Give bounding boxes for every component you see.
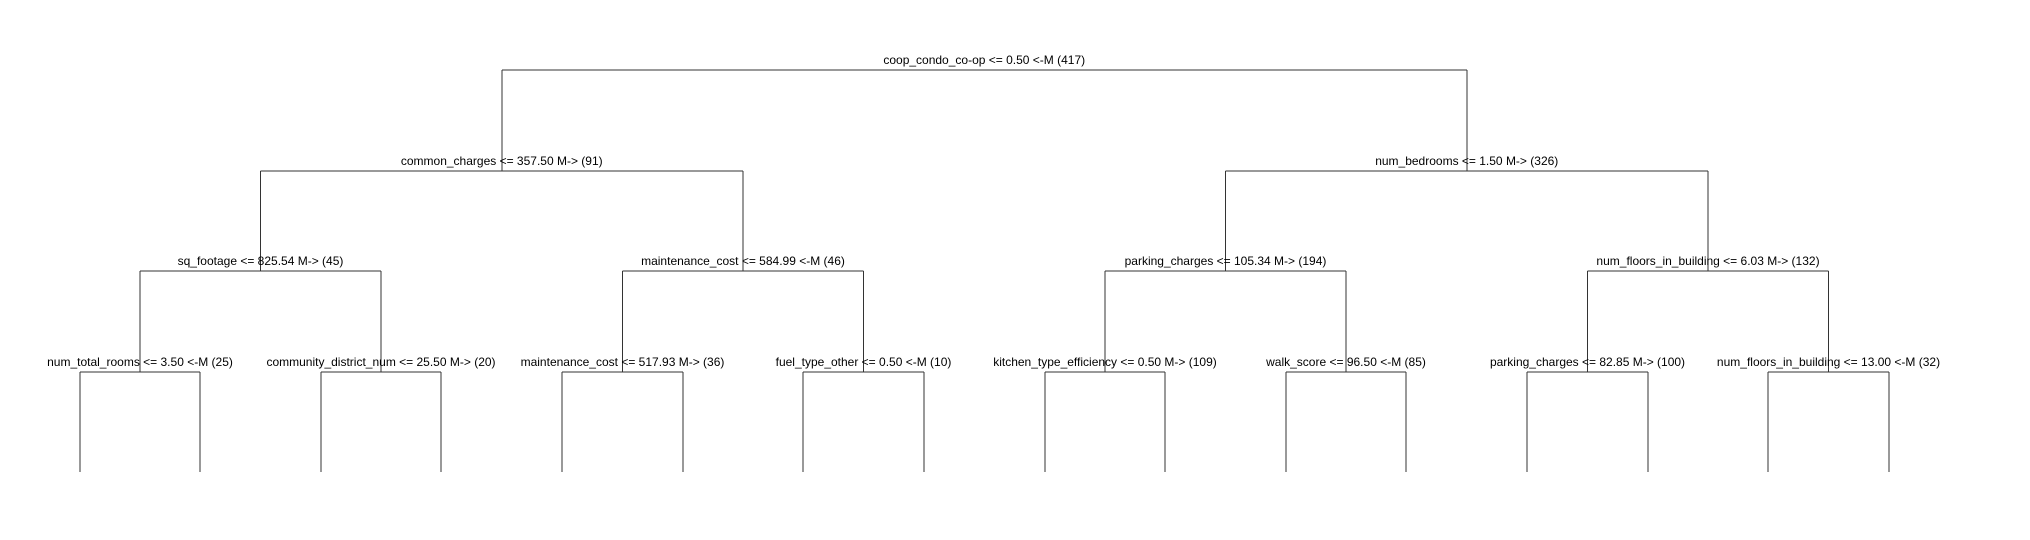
split-label-n-r: num_bedrooms <= 1.50 M-> (326) <box>1375 154 1558 168</box>
split-label-n-rrl: parking_charges <= 82.85 M-> (100) <box>1490 355 1685 369</box>
split-label-n-l: common_charges <= 357.50 M-> (91) <box>401 154 603 168</box>
split-label-n-lrr: fuel_type_other <= 0.50 <-M (10) <box>776 355 952 369</box>
split-label-n-lr: maintenance_cost <= 584.99 <-M (46) <box>641 254 845 268</box>
split-label-n-rl: parking_charges <= 105.34 M-> (194) <box>1125 254 1327 268</box>
split-label-n-lll: num_total_rooms <= 3.50 <-M (25) <box>47 355 233 369</box>
split-label-root: coop_condo_co-op <= 0.50 <-M (417) <box>883 53 1085 67</box>
split-label-n-ll: sq_footage <= 825.54 M-> (45) <box>178 254 344 268</box>
tree-branches <box>79 69 1890 472</box>
split-label-n-rrr: num_floors_in_building <= 13.00 <-M (32) <box>1717 355 1940 369</box>
split-label-n-llr: community_district_num <= 25.50 M-> (20) <box>266 355 495 369</box>
split-label-n-rr: num_floors_in_building <= 6.03 M-> (132) <box>1596 254 1819 268</box>
split-label-n-lrl: maintenance_cost <= 517.93 M-> (36) <box>521 355 725 369</box>
split-label-n-rlr: walk_score <= 96.50 <-M (85) <box>1265 355 1426 369</box>
split-label-n-rll: kitchen_type_efficiency <= 0.50 M-> (109… <box>993 355 1217 369</box>
split-labels: coop_condo_co-op <= 0.50 <-M (417) common… <box>47 53 1940 369</box>
